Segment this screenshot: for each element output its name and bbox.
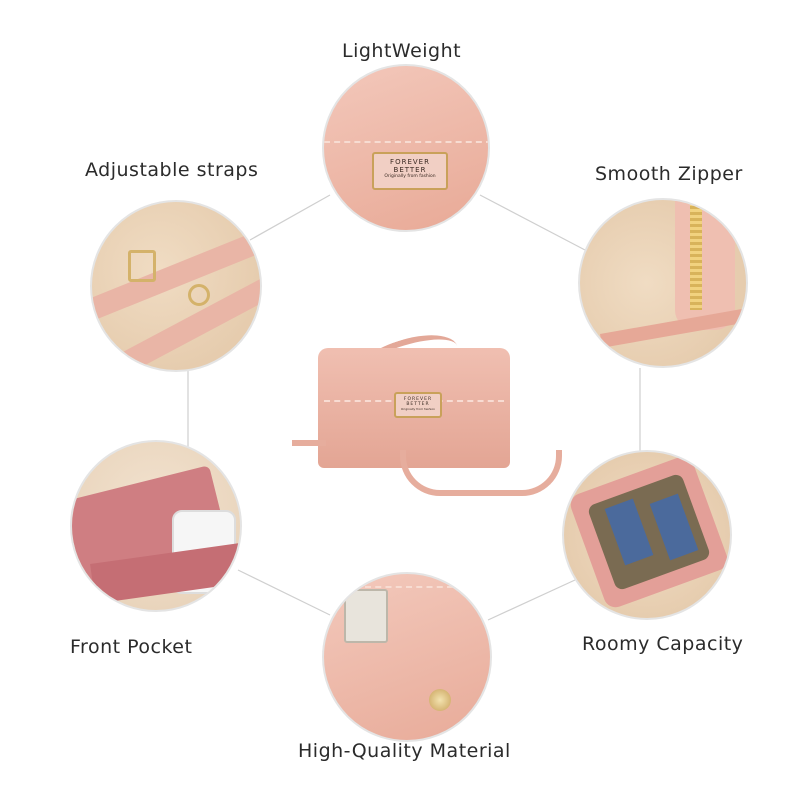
- feature-label-front-pocket: Front Pocket: [70, 636, 193, 658]
- feature-label-roomy-capacity: Roomy Capacity: [582, 633, 744, 655]
- zipper-detail-image: [578, 198, 748, 368]
- feature-label-lightweight: LightWeight: [342, 40, 462, 62]
- center-brand-plate: FOREVER BETTER Originally from fashion: [394, 392, 442, 418]
- center-brand-tagline: Originally from fashion: [400, 407, 436, 411]
- connector-line: [249, 194, 331, 241]
- connector-line: [479, 194, 586, 251]
- material-detail-image: [322, 572, 492, 742]
- connector-line: [487, 579, 576, 621]
- main-product-image: FOREVER BETTER Originally from fashion: [290, 324, 562, 500]
- feature-label-adjustable-straps: Adjustable straps: [85, 159, 259, 181]
- feature-label-smooth-zipper: Smooth Zipper: [595, 163, 743, 185]
- brand-plate: FOREVER BETTER Originally from fashion: [372, 152, 448, 190]
- center-brand-name: FOREVER BETTER: [403, 397, 433, 407]
- lightweight-detail-image: FOREVER BETTER Originally from fashion: [322, 64, 490, 232]
- brand-tagline: Originally from fashion: [384, 174, 436, 179]
- feature-label-high-quality-material: High-Quality Material: [298, 740, 511, 762]
- front-pocket-detail-image: [70, 440, 242, 612]
- connector-line: [237, 569, 331, 616]
- straps-detail-image: [90, 200, 262, 372]
- brand-name: FOREVER BETTER: [390, 158, 430, 174]
- capacity-detail-image: [562, 450, 732, 620]
